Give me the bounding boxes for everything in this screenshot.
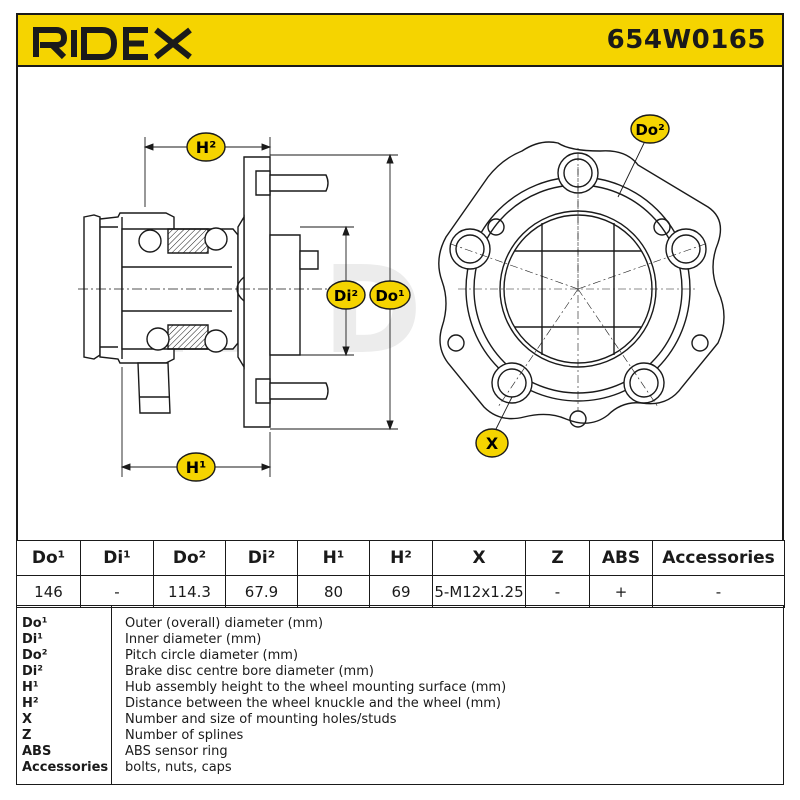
front-view-centerlines [447, 147, 709, 411]
legend-key: Di¹ [22, 632, 43, 647]
label-x: X [486, 434, 499, 453]
hub-front-view [438, 141, 725, 428]
legend-key: H¹ [22, 680, 39, 695]
dimension-do1 [270, 153, 398, 431]
label-h2: H² [196, 138, 216, 157]
legend-row: Do¹ Outer (overall) diameter (mm) [17, 616, 777, 632]
hub-side-view [83, 156, 329, 428]
legend-key: Accessories [22, 760, 109, 775]
label-do1-badge [369, 280, 411, 310]
specs-header-cell: H² [369, 540, 433, 576]
label-do2-badge [630, 114, 670, 144]
legend-key: Di² [22, 664, 43, 679]
specs-header-row: Do¹ Di¹ Do² Di² H¹ H² X Z ABS Accessorie… [16, 540, 785, 576]
specs-header-cell: Di¹ [80, 540, 154, 576]
specs-value-cell: 114.3 [153, 575, 226, 608]
label-do1: Do¹ [375, 287, 404, 305]
label-x-badge [475, 428, 509, 458]
specs-value-row: 146 - 114.3 67.9 80 69 5-M12x1.25 - + - [16, 575, 785, 608]
part-number: 654W0165 [606, 25, 766, 55]
legend-row: Accessories bolts, nuts, caps [17, 760, 777, 776]
specs-value-cell: 5-M12x1.25 [432, 575, 526, 608]
label-h2-badge [186, 132, 226, 162]
specs-value-cell: + [589, 575, 653, 608]
legend-description: Brake disc centre bore diameter (mm) [125, 664, 374, 679]
label-di2: Di² [334, 287, 358, 305]
legend-row: X Number and size of mounting holes/stud… [17, 712, 777, 728]
legend-row: H¹ Hub assembly height to the wheel moun… [17, 680, 777, 696]
legend-row: Do² Pitch circle diameter (mm) [17, 648, 777, 664]
specs-header-cell: Di² [225, 540, 298, 576]
legend-row: H² Distance between the wheel knuckle an… [17, 696, 777, 712]
specifications-table: Do¹ Di¹ Do² Di² H¹ H² X Z ABS Accessorie… [16, 540, 785, 608]
legend-key: H² [22, 696, 39, 711]
specs-value-cell: - [652, 575, 785, 608]
specs-header-cell: X [432, 540, 526, 576]
specs-header-cell: ABS [589, 540, 653, 576]
technical-drawing: RIDEX [78, 114, 725, 482]
specs-header-cell: Z [525, 540, 590, 576]
legend-box: Do¹ Outer (overall) diameter (mm) Di¹ In… [16, 605, 784, 785]
specs-value-cell: - [80, 575, 154, 608]
specs-value-cell: 146 [16, 575, 81, 608]
specs-header-cell: H¹ [297, 540, 370, 576]
ridex-logo [33, 27, 192, 60]
legend-key: ABS [22, 744, 52, 759]
legend-description: Number of splines [125, 728, 244, 743]
legend-key: Z [22, 728, 32, 743]
specs-header-cell: Do² [153, 540, 226, 576]
specs-header-cell: Accessories [652, 540, 785, 576]
legend-description: ABS sensor ring [125, 744, 228, 759]
specs-value-cell: 67.9 [225, 575, 298, 608]
legend-row: ABS ABS sensor ring [17, 744, 777, 760]
label-h1-badge [176, 452, 216, 482]
legend-description: bolts, nuts, caps [125, 760, 232, 775]
legend-description: Inner diameter (mm) [125, 632, 262, 647]
legend-description: Pitch circle diameter (mm) [125, 648, 299, 663]
technical-drawing-frame: RIDEX [16, 67, 784, 540]
legend-description: Distance between the wheel knuckle and t… [125, 696, 501, 711]
legend-description: Outer (overall) diameter (mm) [125, 616, 324, 631]
legend-description: Hub assembly height to the wheel mountin… [125, 680, 507, 695]
legend-key: Do² [22, 648, 48, 663]
leader-do2 [617, 138, 647, 198]
specs-value-cell: - [525, 575, 590, 608]
specs-value-cell: 69 [369, 575, 433, 608]
legend-row: Z Number of splines [17, 728, 777, 744]
legend-divider [111, 606, 112, 784]
specs-header-cell: Do¹ [16, 540, 81, 576]
header-bar: 654W0165 [16, 13, 784, 67]
legend-description: Number and size of mounting holes/studs [125, 712, 397, 727]
legend-row: Di¹ Inner diameter (mm) [17, 632, 777, 648]
dimension-h1 [120, 367, 272, 477]
label-h1: H¹ [186, 458, 206, 477]
label-do2: Do² [635, 121, 664, 139]
label-di2-badge [326, 280, 366, 310]
legend-row: Di² Brake disc centre bore diameter (mm) [17, 664, 777, 680]
legend-key: Do¹ [22, 616, 48, 631]
specs-value-cell: 80 [297, 575, 370, 608]
legend-key: X [22, 712, 33, 727]
leader-x [495, 396, 513, 430]
